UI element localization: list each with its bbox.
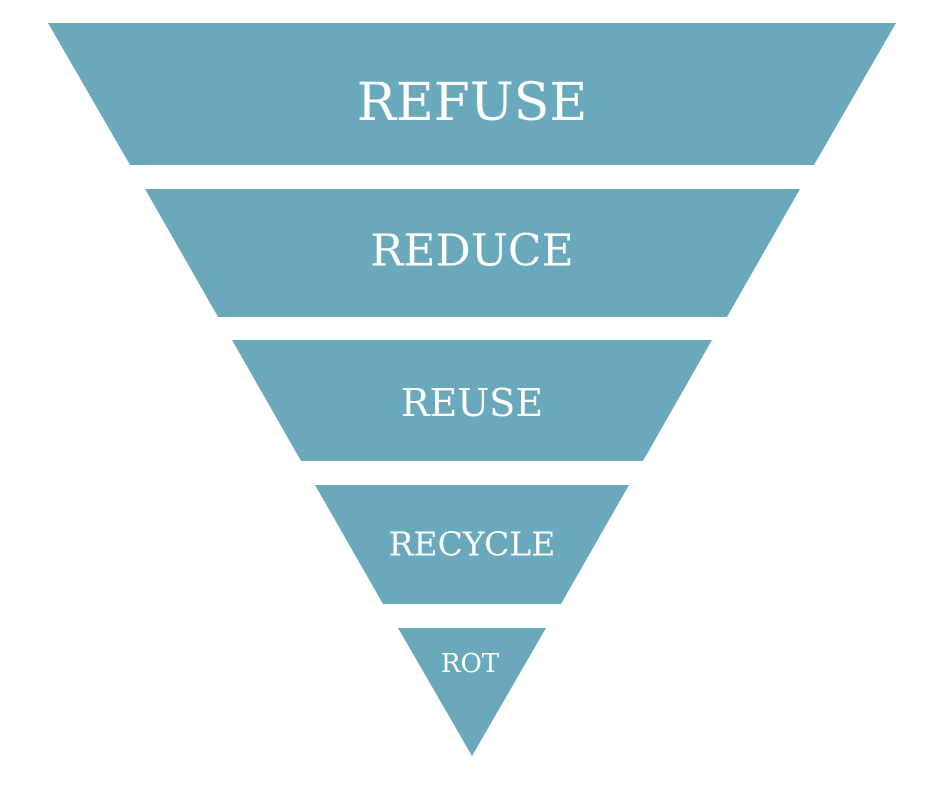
tier-recycle-shape: [315, 485, 629, 604]
tier-refuse-label: REFUSE: [357, 73, 588, 133]
tier-reduce-label: REDUCE: [370, 226, 573, 277]
tier-rot: ROT: [398, 628, 546, 756]
tier-reduce: REDUCE: [145, 189, 800, 317]
tier-reuse-shape: [232, 340, 712, 461]
tier-reduce-shape: [145, 189, 800, 317]
tier-reuse: REUSE: [232, 340, 712, 461]
tier-reuse-label: REUSE: [401, 381, 543, 425]
tier-refuse-shape: [48, 23, 896, 165]
tier-recycle: RECYCLE: [315, 485, 629, 604]
tier-rot-label: ROT: [441, 649, 500, 679]
tier-refuse: REFUSE: [48, 23, 896, 165]
tier-recycle-label: RECYCLE: [389, 525, 556, 564]
tier-rot-shape: [398, 628, 546, 756]
